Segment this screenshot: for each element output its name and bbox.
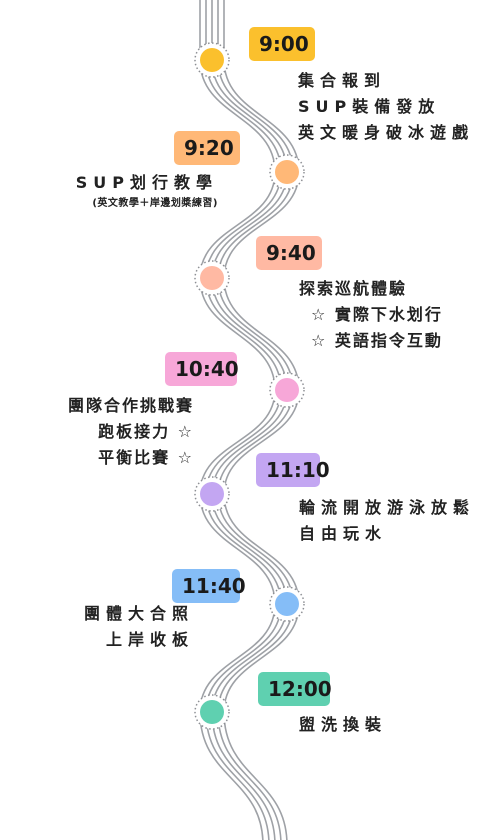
activity-line: ☆ 實際下水划行 [311, 305, 443, 324]
activity-line: 團體大合照 [83, 604, 194, 623]
activity-text-0900: 集合報到 SUP裝備發放 英文暖身破冰遊戲 [298, 68, 474, 146]
activity-line: 探索巡航體驗 [299, 279, 408, 298]
time-badge-1040: 10:40 [165, 352, 239, 386]
time-badge-0940: 9:40 [256, 236, 322, 270]
activity-text-1110: 輪流開放游泳放鬆 自由玩水 [299, 495, 475, 547]
road-line [205, 0, 282, 840]
activity-text-0940: 探索巡航體驗 ☆ 實際下水划行 ☆ 英語指令互動 [299, 276, 443, 354]
activity-line: 平衡比賽 ☆ [98, 448, 194, 467]
timeline-marker-dot [275, 160, 299, 184]
activity-line: SUP划行教學 [75, 173, 218, 192]
timeline-marker-dot [200, 266, 224, 290]
time-badge-0920: 9:20 [174, 131, 240, 165]
activity-text-1140: 團體大合照 上岸收板 [84, 601, 194, 653]
activity-line: 盥洗換裝 [299, 715, 388, 734]
activity-line: 輪流開放游泳放鬆 [299, 498, 476, 517]
time-badge-0900: 9:00 [249, 27, 315, 61]
time-badge-1200: 12:00 [258, 672, 332, 706]
timeline-marker-dot [200, 700, 224, 724]
activity-text-1200: 盥洗換裝 [299, 712, 387, 738]
activity-line: 自由玩水 [299, 524, 388, 543]
activity-line: 集合報到 [298, 71, 387, 90]
road-line [199, 0, 276, 840]
activity-line: 上岸收板 [105, 630, 194, 649]
activity-line-note: (英文教學＋岸邊划槳練習) [92, 198, 218, 209]
activity-text-1040: 團隊合作挑戰賽 跑板接力 ☆ 平衡比賽 ☆ [68, 393, 194, 471]
timeline-marker-dot [200, 482, 224, 506]
activity-line: 英文暖身破冰遊戲 [298, 123, 475, 142]
activity-line: 團隊合作挑戰賽 [67, 396, 194, 415]
activity-text-0920: SUP划行教學 (英文教學＋岸邊划槳練習) [76, 170, 218, 212]
activity-line: ☆ 英語指令互動 [311, 331, 443, 350]
timeline-marker-dot [275, 378, 299, 402]
timeline-marker-dot [275, 592, 299, 616]
time-badge-1140: 11:40 [172, 569, 246, 603]
time-badge-1110: 11:10 [256, 453, 330, 487]
activity-line: SUP裝備發放 [298, 97, 441, 116]
activity-line: 跑板接力 ☆ [98, 422, 194, 441]
timeline-marker-dot [200, 48, 224, 72]
